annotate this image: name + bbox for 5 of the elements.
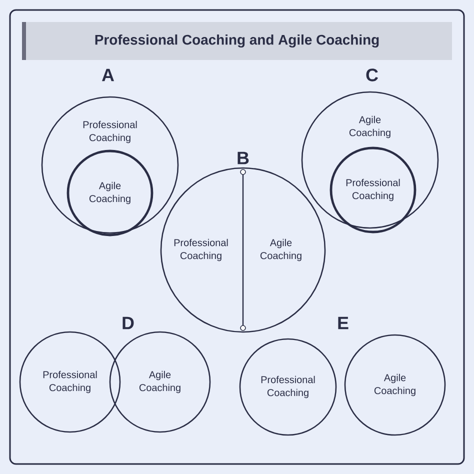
diagram-letter: C [366,68,378,82]
diagram-letter: E [338,316,348,330]
diagram-letter: A [102,68,114,82]
title-banner: Professional Coaching and Agile Coaching [22,22,452,60]
diagram-letter: D [122,316,134,330]
